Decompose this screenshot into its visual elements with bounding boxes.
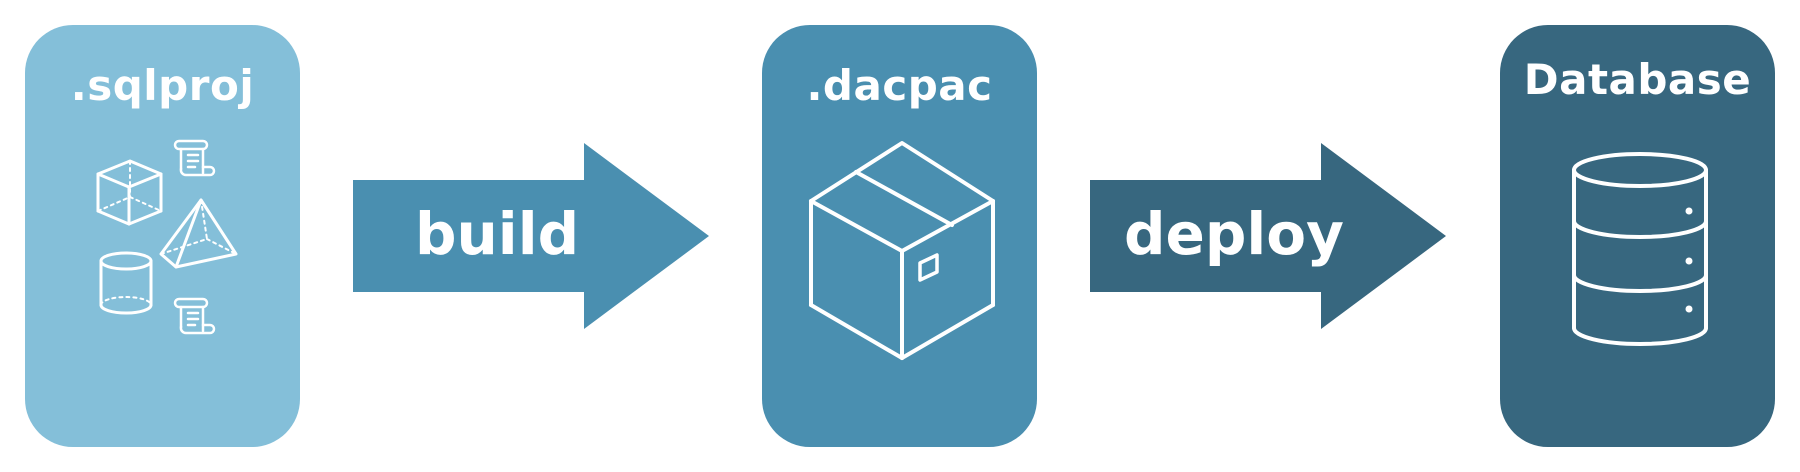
database-icon: [1572, 152, 1708, 346]
deploy-label: deploy: [1124, 200, 1344, 268]
sqlproj-label: .sqlproj: [70, 61, 255, 110]
database-box: Database: [1500, 25, 1775, 447]
pyramid-icon: [159, 198, 238, 269]
build-arrow-shape: [353, 143, 709, 329]
dacpac-label: .dacpac: [806, 61, 993, 110]
script-scroll-icon: [173, 139, 216, 177]
sqlproj-box: .sqlproj: [25, 25, 300, 447]
build-label: build: [415, 200, 580, 268]
cube-icon: [96, 159, 163, 226]
script-scroll-icon: [173, 297, 216, 335]
database-label: Database: [1523, 55, 1752, 104]
cylinder-icon: [99, 251, 153, 315]
deploy-arrow: deploy: [1090, 143, 1446, 329]
package-box-icon: [809, 141, 995, 360]
deploy-arrow-shape: [1090, 143, 1446, 329]
sql-objects-icon: [96, 139, 238, 335]
dacpac-box: .dacpac: [762, 25, 1037, 447]
build-arrow: build: [353, 143, 709, 329]
